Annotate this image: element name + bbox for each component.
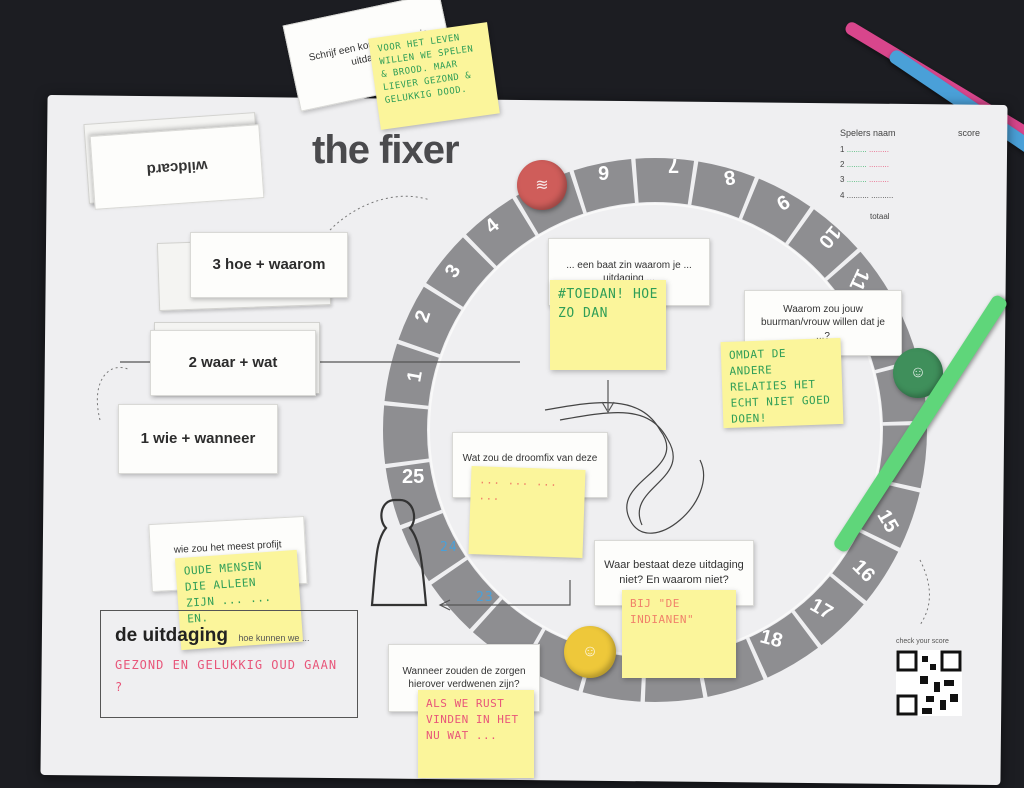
pawn-figure: [370, 498, 428, 607]
handwritten-number: 24: [440, 540, 458, 555]
score-row-number: 2: [840, 160, 845, 170]
qr-label: check your score: [896, 638, 949, 645]
challenge-box-prompt: hoe kunnen we ...: [238, 633, 310, 643]
partner-note: Omdat de andere relaties het echt niet g…: [720, 337, 844, 429]
score-total: totaal: [870, 211, 890, 221]
challenge-box-title: de uitdaging: [115, 625, 228, 646]
yellow-game-token[interactable]: ☺: [564, 626, 616, 678]
scoreboard: Spelers naam score 1 ......... .........…: [840, 125, 980, 224]
deck-3-card[interactable]: 3 hoe + waarom: [190, 232, 348, 298]
red-game-token[interactable]: ≋: [517, 160, 567, 210]
score-track: [383, 158, 927, 702]
handwritten-number: 23: [476, 590, 494, 605]
ode-note: Voor het leven willen we spelen & brood.…: [368, 22, 500, 130]
challenge-box-answer: gezond en gelukkig oud gaan ?: [115, 658, 338, 694]
deck-1-card[interactable]: 1 wie + wanneer: [118, 404, 278, 474]
track-number: 7: [668, 154, 680, 176]
score-row-number: 4: [840, 190, 845, 200]
track-number: 6: [598, 161, 610, 183]
droomfix-note: ... ... ... ...: [468, 466, 586, 558]
score-heading: score: [957, 128, 980, 138]
track-number: 25: [402, 466, 425, 488]
when-note: Als we rust vinden in het nu wat ...: [418, 690, 534, 778]
game-title: the fixer: [312, 128, 460, 172]
toedan-note: #toedan! hoe zo dan: [550, 280, 666, 370]
wildcard-card[interactable]: wildcard: [89, 124, 265, 210]
score-name-heading: Spelers naam: [840, 128, 896, 138]
score-row-number: 1: [840, 145, 845, 155]
challenge-box: de uitdaging hoe kunnen we ... gezond en…: [100, 610, 358, 718]
deck-2-card[interactable]: 2 waar + wat: [150, 330, 316, 396]
where-note: Bij "de Indianen": [622, 590, 736, 678]
score-row-number: 3: [840, 175, 845, 185]
qr-code: [896, 650, 962, 716]
